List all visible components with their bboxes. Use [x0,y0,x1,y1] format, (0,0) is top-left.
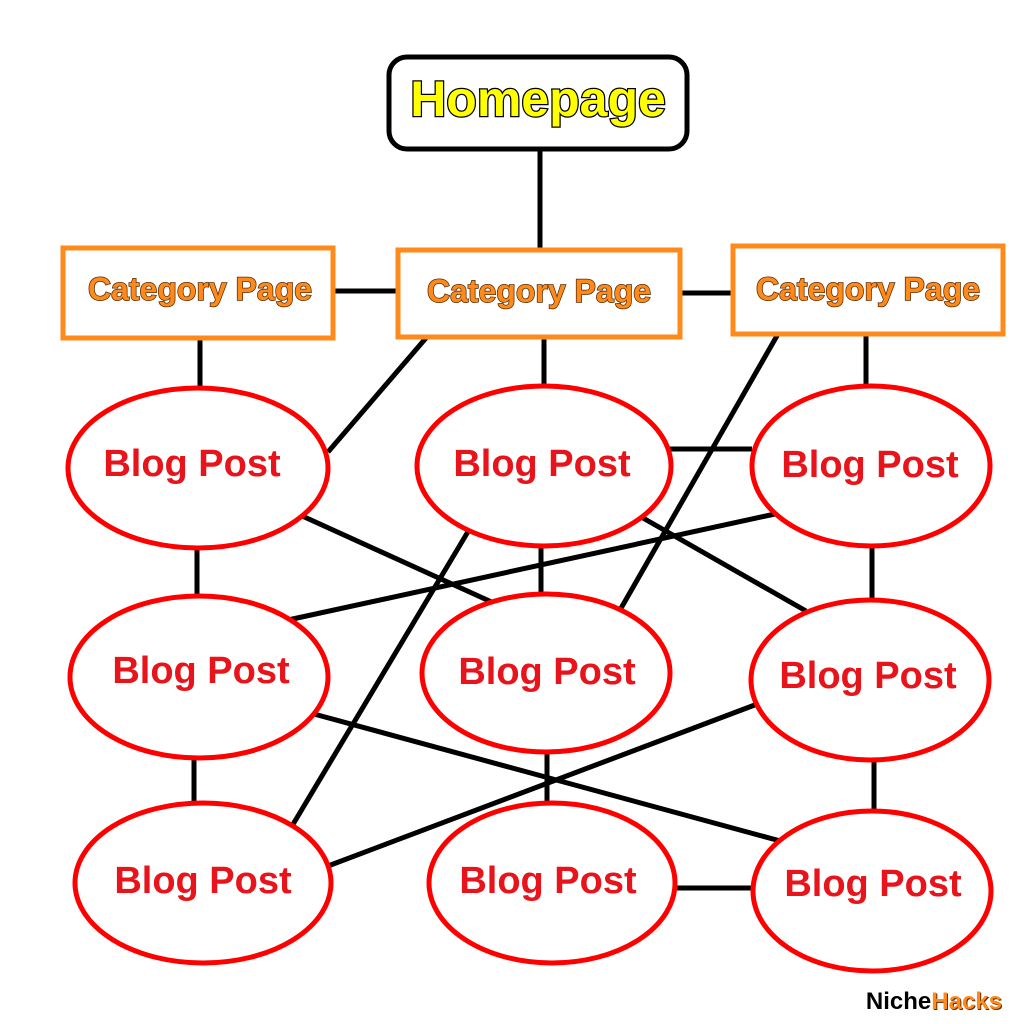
homepage-node: Homepage [386,54,690,152]
link-post1-post5 [298,512,498,607]
logo-text-hacks: Hacks [931,988,1002,1015]
category-page-node: Category Page [60,245,336,341]
link-cat2-post1 [326,336,428,454]
blog-post-node: Blog Post [419,591,673,755]
blog-post-node: Blog Post [749,383,993,549]
link-post6-post7 [327,700,761,869]
blog-post-label: Blog Post [453,443,631,485]
blog-post-label: Blog Post [459,860,637,902]
blog-post-label: Blog Post [458,651,636,693]
blog-post-node: Blog Post [67,593,331,761]
category-page-node: Category Page [730,243,1006,337]
blog-post-node: Blog Post [72,800,334,966]
blog-post-label: Blog Post [781,444,959,486]
link-post3-post4 [287,511,776,623]
blog-post-label: Blog Post [779,655,957,697]
blog-post-node: Blog Post [750,808,994,974]
nichehacks-logo: NicheHacks [866,988,1002,1016]
category-page-label: Category Page [756,271,980,307]
category-page-node: Category Page [395,247,683,340]
link-post2-post6 [641,515,808,614]
blog-post-node: Blog Post [414,383,674,549]
blog-post-node: Blog Post [748,597,992,763]
blog-post-node: Blog Post [65,385,331,551]
blog-post-label: Blog Post [112,650,290,692]
link-post4-post9 [313,711,785,845]
category-page-label: Category Page [427,273,651,309]
connectors [191,148,877,891]
homepage-label: Homepage [410,71,666,127]
blog-post-label: Blog Post [114,860,292,902]
blog-post-node: Blog Post [426,800,678,966]
blog-post-label: Blog Post [103,443,281,485]
link-cat3-post5 [617,332,781,612]
link-post2-post7 [289,528,472,828]
blog-post-label: Blog Post [784,863,962,905]
category-page-label: Category Page [88,271,312,307]
logo-text-niche: Niche [865,988,932,1015]
